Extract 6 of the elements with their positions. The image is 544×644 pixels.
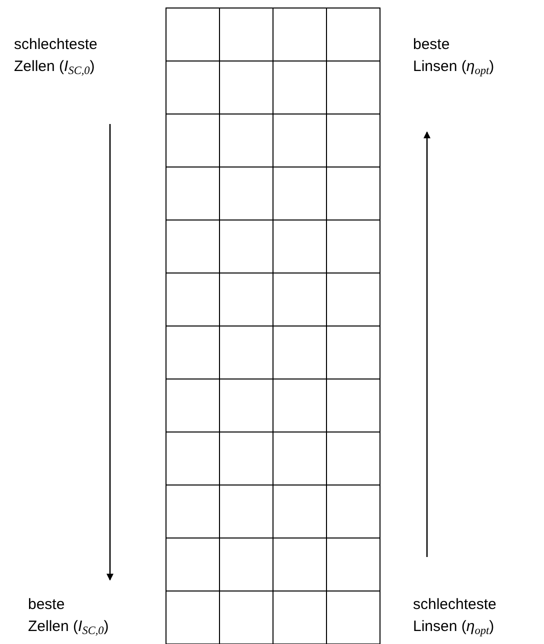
text-label: schlechteste Zellen (I$_{SC,0}$) [14, 34, 98, 78]
arrow [424, 131, 430, 557]
text-label: schlechteste Linsen (η$_{opt}$) [413, 594, 496, 638]
text-label: beste Zellen (I$_{SC,0}$) [28, 594, 109, 638]
arrow [106, 124, 114, 581]
text-label: beste Linsen (η$_{opt}$) [413, 34, 494, 78]
